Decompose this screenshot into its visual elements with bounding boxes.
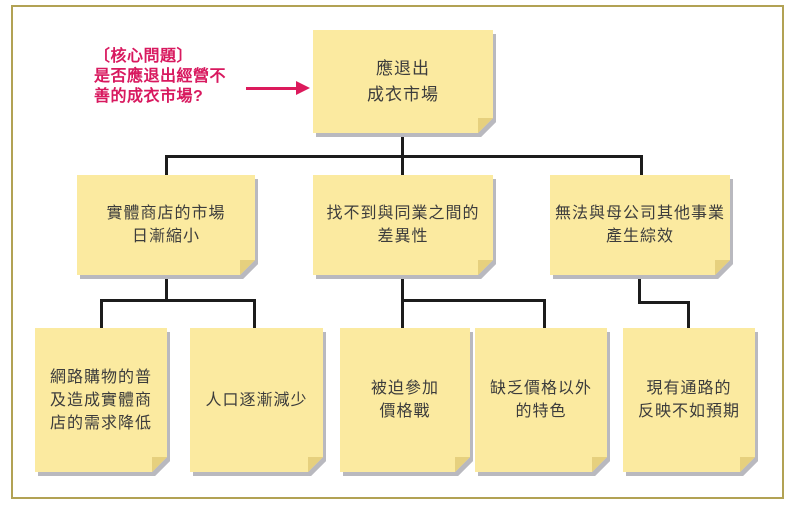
connector-level2-left-drop [165, 155, 168, 177]
sticky-note-text: 缺乏價格以外 的特色 [489, 380, 592, 420]
sticky-note-cause-differentiation: 找不到與同業之間的 差異性 [313, 175, 493, 275]
connector-branch2-child2-drop [543, 299, 546, 329]
sticky-note-face: 找不到與同業之間的 差異性 [313, 175, 493, 275]
connector-branch1-drop [165, 275, 168, 302]
arrow-icon [246, 87, 297, 90]
connector-branch3-child-drop [687, 301, 690, 329]
folded-corner-icon [715, 260, 730, 275]
folded-corner-icon [152, 457, 167, 472]
connector-level2-right-drop [640, 155, 643, 177]
sticky-note-text: 網路購物的普 及造成實體商 店的需求降低 [49, 368, 152, 432]
folded-corner-icon [240, 260, 255, 275]
sticky-note-sub-population: 人口逐漸減少 [190, 328, 323, 472]
core-question-label: 〔核心問題〕 是否應退出經營不 善的成衣市場? [94, 48, 227, 105]
sticky-note-face: 無法與母公司其他事業 產生綜效 [550, 175, 730, 275]
sticky-note-cause-synergy: 無法與母公司其他事業 產生綜效 [550, 175, 730, 275]
sticky-note-text: 人口逐漸減少 [205, 391, 308, 409]
folded-corner-icon [308, 457, 323, 472]
connector-branch1-child2-drop [253, 299, 256, 329]
sticky-note-face: 缺乏價格以外 的特色 [475, 328, 607, 472]
sticky-note-root-text: 應退出 成衣市場 [367, 58, 439, 104]
connector-branch3-drop [638, 275, 641, 304]
sticky-note-text: 無法與母公司其他事業 產生綜效 [554, 205, 725, 245]
sticky-note-face: 實體商店的市場 日漸縮小 [77, 175, 255, 275]
sticky-note-sub-price-war: 被迫參加 價格戰 [340, 328, 470, 472]
folded-corner-icon [478, 260, 493, 275]
sticky-note-face: 人口逐漸減少 [190, 328, 323, 472]
connector-branch1-horizontal [100, 299, 256, 302]
sticky-note-text: 找不到與同業之間的 差異性 [326, 205, 480, 245]
sticky-note-root: 應退出 成衣市場 [313, 30, 493, 133]
connector-branch1-child1-drop [100, 299, 103, 329]
sticky-note-text: 被迫參加 價格戰 [370, 380, 439, 420]
sticky-note-sub-no-feature: 缺乏價格以外 的特色 [475, 328, 607, 472]
folded-corner-icon [455, 457, 470, 472]
folded-corner-icon [478, 118, 493, 133]
connector-branch2-drop [401, 275, 404, 329]
sticky-note-face: 應退出 成衣市場 [313, 30, 493, 133]
sticky-note-text: 實體商店的市場 日漸縮小 [106, 205, 226, 245]
sticky-note-sub-channel-response: 現有通路的 反映不如預期 [623, 328, 755, 472]
sticky-note-cause-store-market: 實體商店的市場 日漸縮小 [77, 175, 255, 275]
connector-branch2-horizontal [401, 299, 546, 302]
connector-top-horizontal [165, 155, 643, 158]
sticky-note-face: 網路購物的普 及造成實體商 店的需求降低 [35, 328, 167, 472]
sticky-note-sub-online-shopping: 網路購物的普 及造成實體商 店的需求降低 [35, 328, 167, 472]
folded-corner-icon [592, 457, 607, 472]
connector-branch3-horizontal [638, 301, 690, 304]
sticky-note-face: 被迫參加 價格戰 [340, 328, 470, 472]
sticky-note-face: 現有通路的 反映不如預期 [623, 328, 755, 472]
arrow-head-icon [296, 81, 310, 95]
sticky-note-text: 現有通路的 反映不如預期 [637, 380, 740, 420]
folded-corner-icon [740, 457, 755, 472]
